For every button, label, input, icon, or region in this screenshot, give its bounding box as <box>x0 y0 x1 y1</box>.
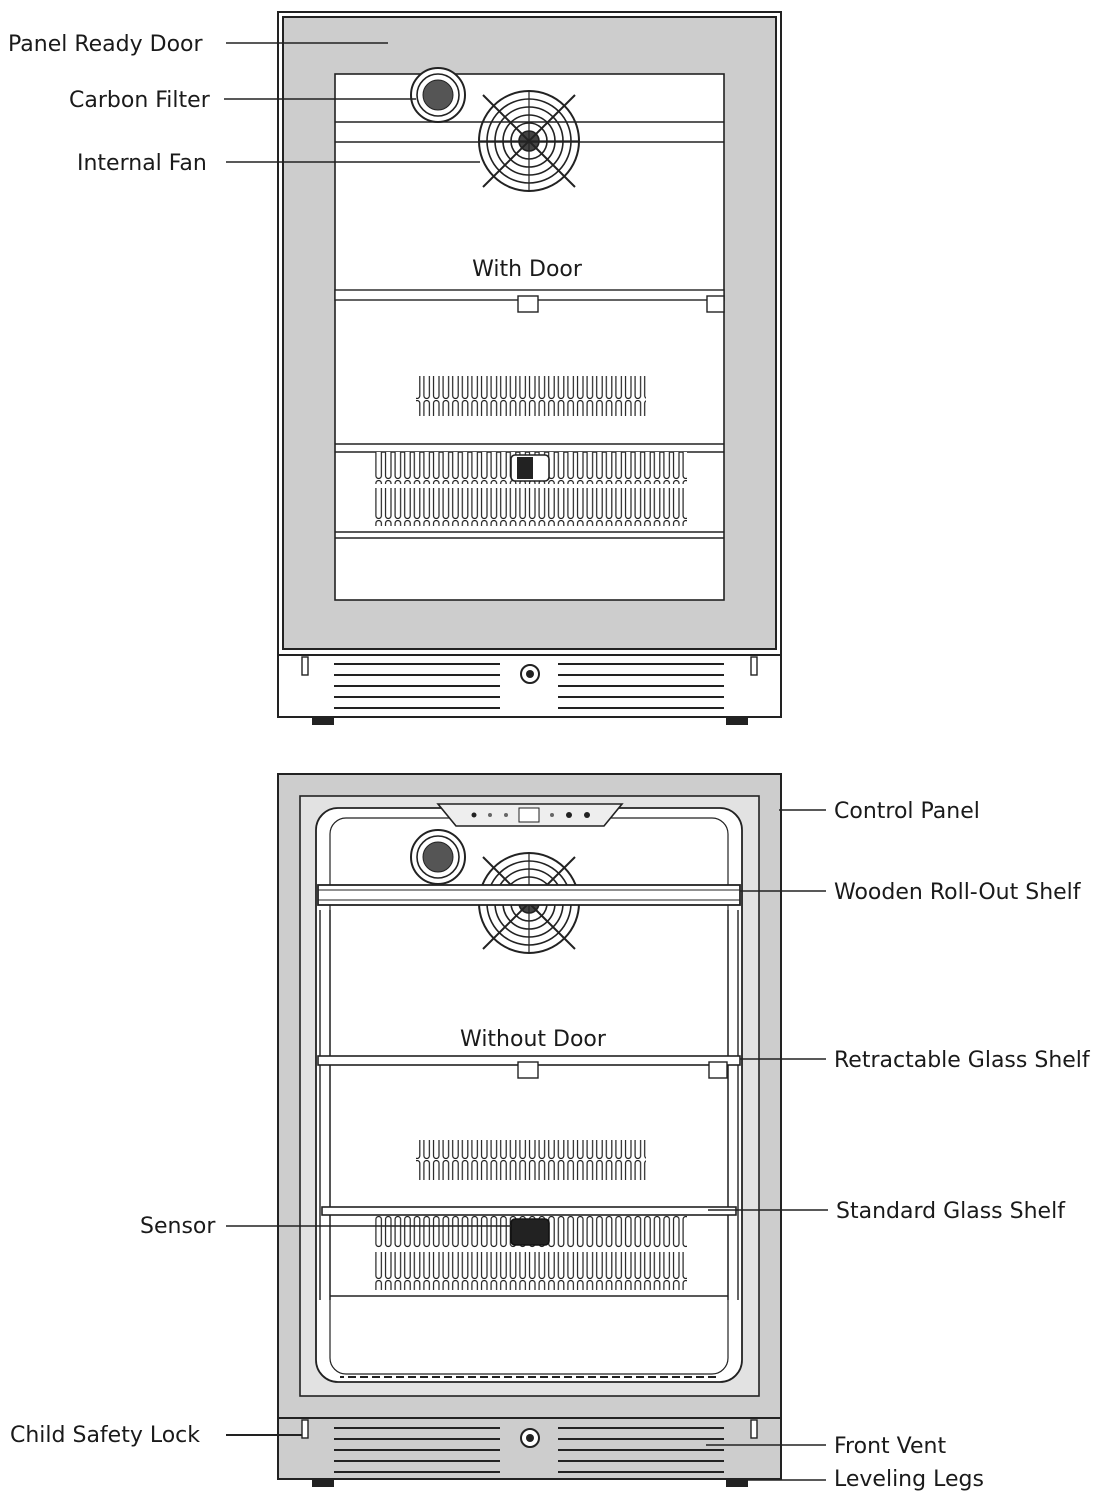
label-wooden-roll-out-shelf: Wooden Roll-Out Shelf <box>834 880 1082 905</box>
label-front-vent: Front Vent <box>834 1434 946 1459</box>
fridge-with-door: With Door <box>277 11 782 725</box>
label-retractable-glass-shelf: Retractable Glass Shelf <box>834 1048 1091 1073</box>
carbon-filter-icon <box>410 67 466 123</box>
label-sensor: Sensor <box>140 1214 216 1239</box>
sensor-icon <box>510 1218 550 1246</box>
shelf-rails <box>319 910 739 1300</box>
leveling-leg-icon <box>312 1479 334 1487</box>
label-carbon-filter: Carbon Filter <box>69 88 211 113</box>
callout-labels: Panel Ready Door Carbon Filter Internal … <box>8 32 1091 1492</box>
door-gasket-dots <box>340 1376 720 1380</box>
rear-vent <box>416 1140 646 1180</box>
caption-with-door: With Door <box>472 257 583 282</box>
retractable-glass-shelf <box>317 1055 741 1079</box>
caption-without-door: Without Door <box>460 1027 607 1052</box>
wooden-roll-out-shelf <box>317 884 741 906</box>
callout-lines <box>224 42 828 1481</box>
label-panel-ready-door: Panel Ready Door <box>8 32 203 57</box>
lower-vent-b <box>375 1252 687 1290</box>
label-control-panel: Control Panel <box>834 799 980 824</box>
leveling-leg-icon <box>312 717 334 725</box>
label-standard-glass-shelf: Standard Glass Shelf <box>836 1199 1066 1224</box>
glass-shelf-top <box>334 289 725 313</box>
standard-glass-shelf <box>321 1206 737 1216</box>
rear-vent-top <box>416 376 646 416</box>
carbon-filter-icon <box>410 829 466 885</box>
label-internal-fan: Internal Fan <box>77 151 207 176</box>
label-child-safety-lock: Child Safety Lock <box>10 1423 200 1448</box>
fan-icon <box>478 90 580 192</box>
base-vent <box>278 1417 781 1487</box>
fridge-without-door: Without Door <box>277 773 782 1487</box>
label-leveling-legs: Leveling Legs <box>834 1467 984 1492</box>
base-vent-top <box>278 654 781 725</box>
lower-vent-b <box>375 488 687 526</box>
control-panel <box>436 803 624 827</box>
